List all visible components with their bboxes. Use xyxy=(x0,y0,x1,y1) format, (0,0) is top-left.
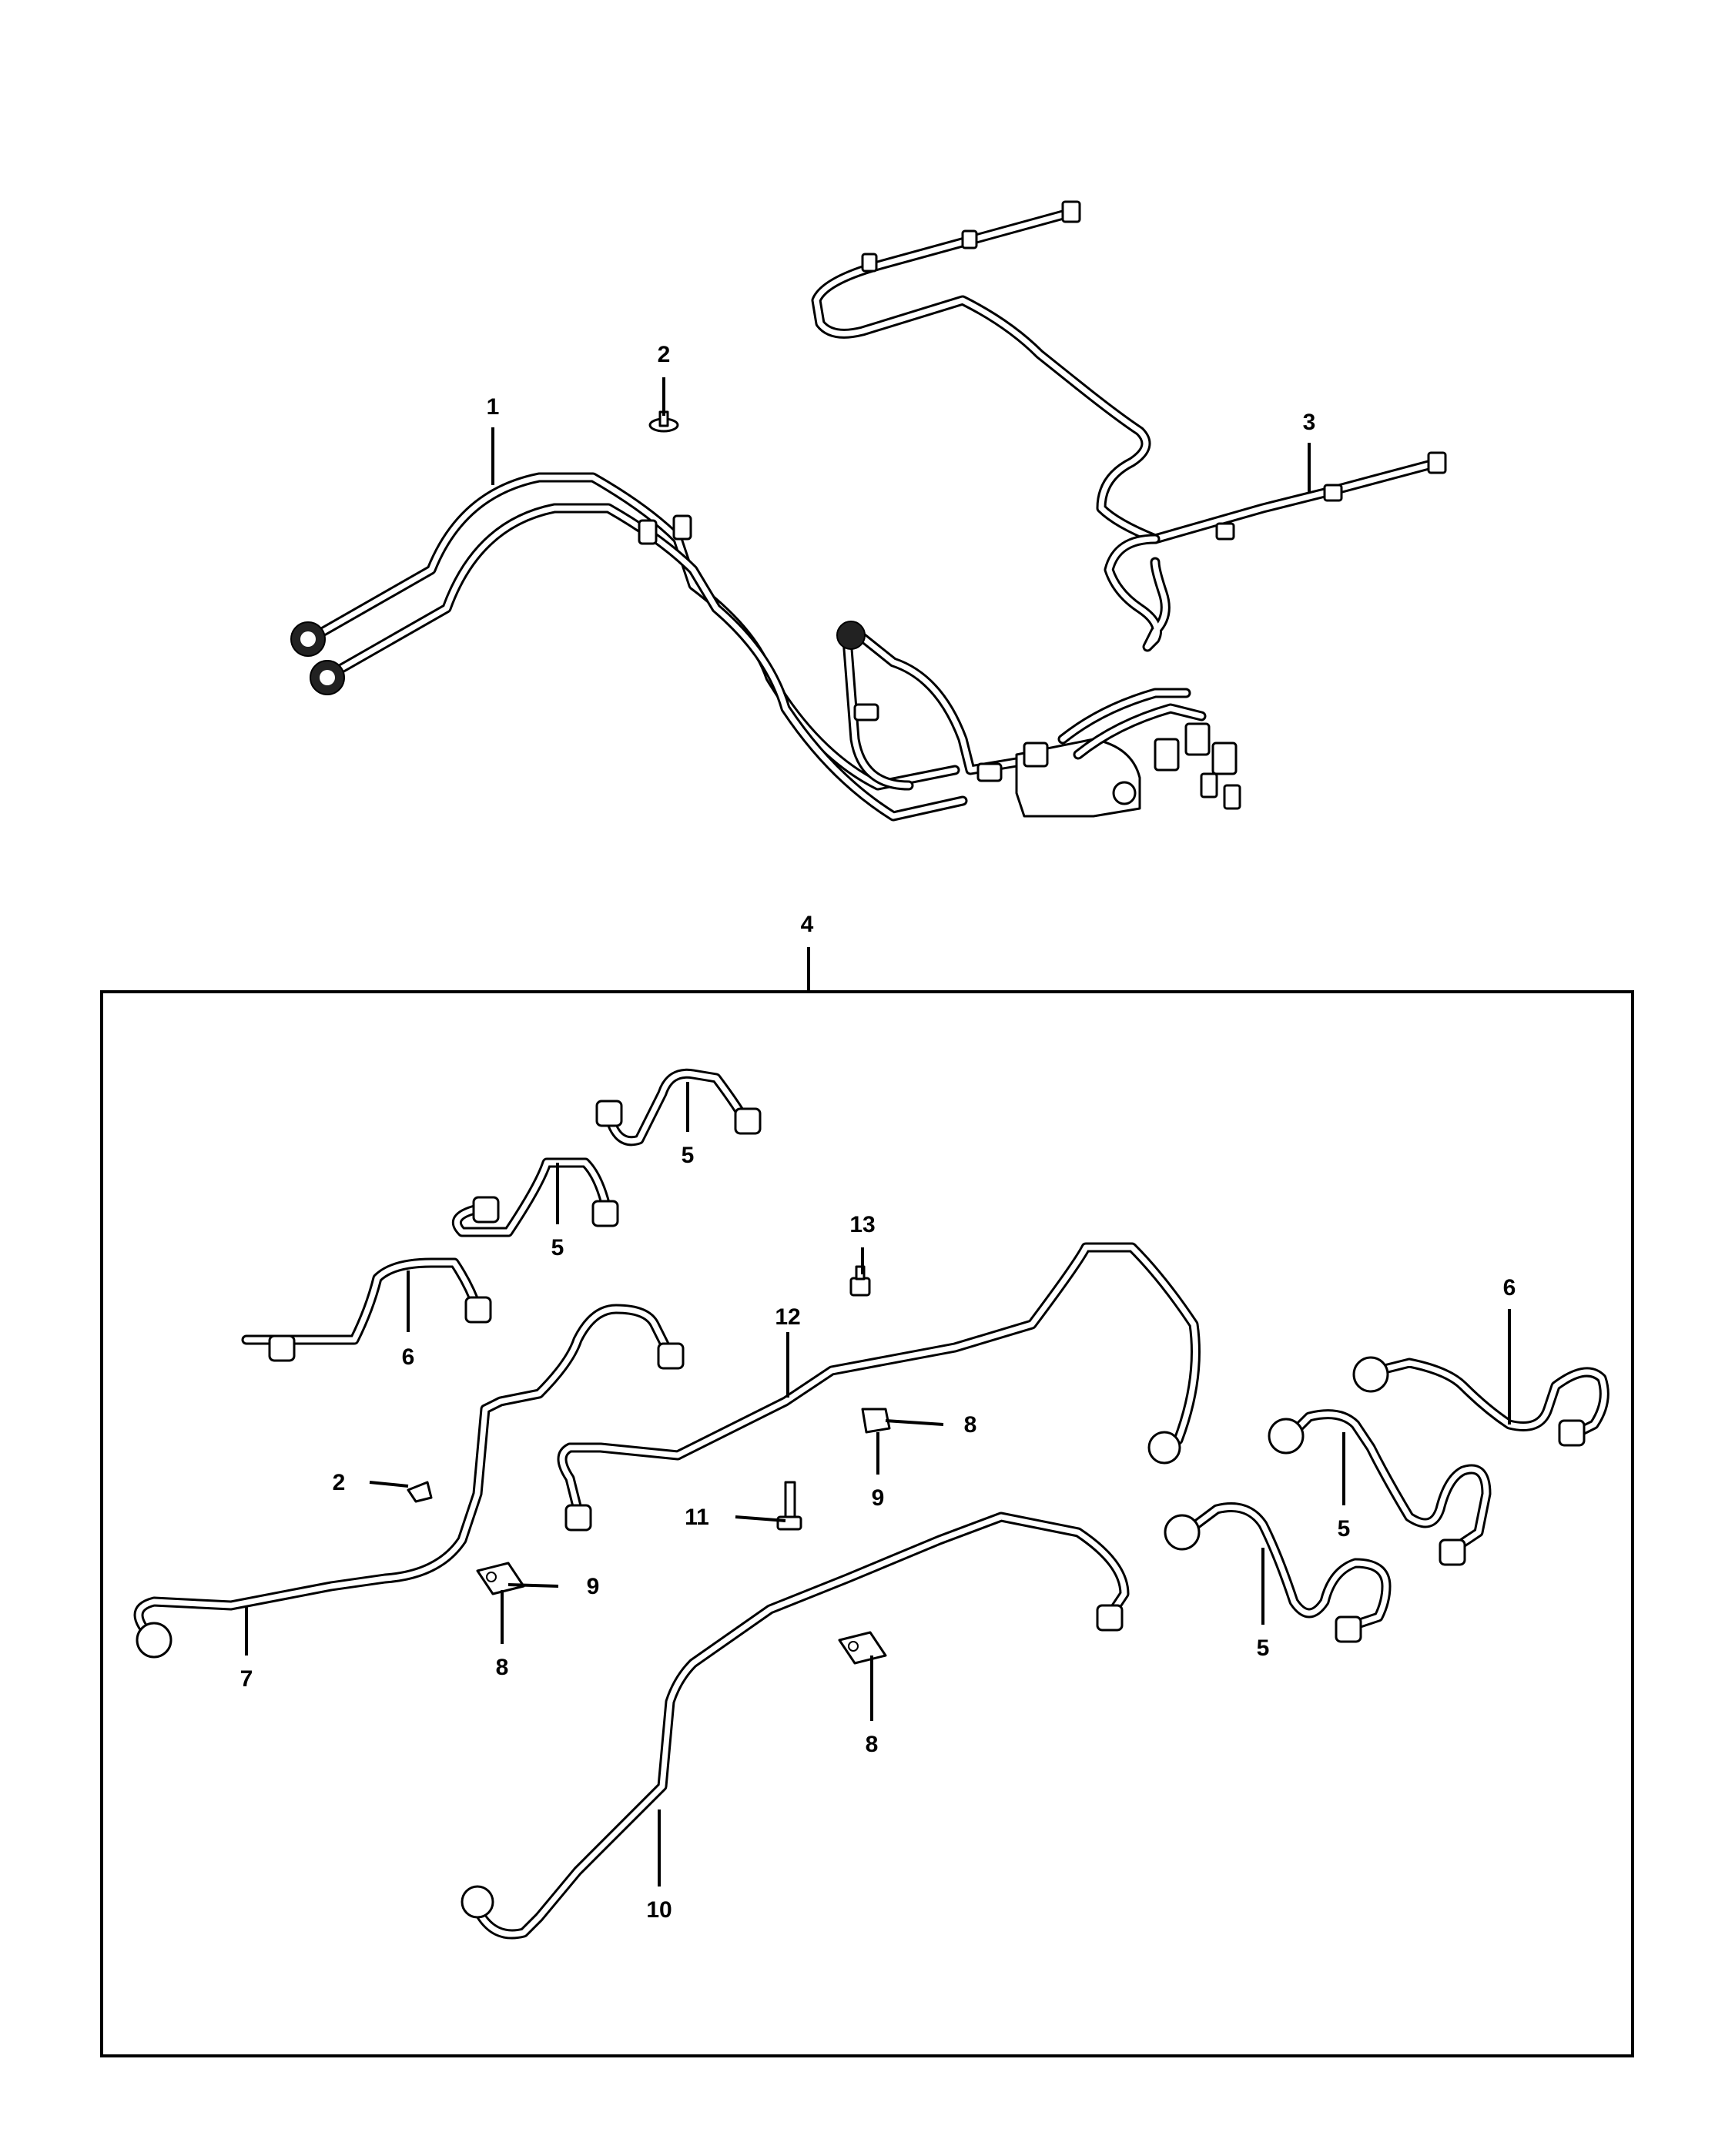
callout-13: 13 xyxy=(849,1212,875,1237)
part-5-injector-line-b xyxy=(451,1157,619,1237)
part-8-clamp-c xyxy=(838,1631,887,1665)
callout-2-top: 2 xyxy=(658,342,671,367)
callout-2-box: 2 xyxy=(333,1470,346,1495)
callout-1: 1 xyxy=(487,394,500,420)
part-6-injector-line-left xyxy=(241,1257,492,1362)
callout-5-a: 5 xyxy=(682,1143,695,1168)
callout-8-c: 8 xyxy=(866,1732,879,1757)
part-5-injector-line-a xyxy=(595,1068,762,1147)
callout-9-b: 9 xyxy=(587,1574,600,1599)
part-11-stud xyxy=(776,1481,802,1531)
part-8-clamp-a xyxy=(861,1408,891,1434)
callout-11: 11 xyxy=(685,1505,709,1530)
callout-6-right: 6 xyxy=(1503,1275,1516,1301)
part-3-fuel-return-line xyxy=(811,200,1447,652)
part-5-injector-line-d xyxy=(1164,1502,1392,1643)
callout-3: 3 xyxy=(1303,410,1316,435)
part-6-injector-line-right xyxy=(1352,1356,1609,1447)
callout-5-c: 5 xyxy=(1338,1516,1351,1542)
part-8-clamp-b xyxy=(476,1562,525,1595)
callout-8-b: 8 xyxy=(496,1655,509,1680)
callout-8-a: 8 xyxy=(964,1412,977,1438)
part-2-clip-box xyxy=(407,1481,433,1503)
part-7-injector-line-long xyxy=(133,1304,685,1659)
callout-5-b: 5 xyxy=(551,1235,564,1260)
callout-4: 4 xyxy=(801,912,814,937)
callout-9-a: 9 xyxy=(872,1485,885,1511)
left-fitting-lower xyxy=(310,660,345,695)
callout-12: 12 xyxy=(775,1304,800,1330)
leader-lines xyxy=(245,377,1511,1886)
part-10-injector-line-long xyxy=(461,1512,1130,1940)
callout-10: 10 xyxy=(646,1897,672,1923)
callout-6-left: 6 xyxy=(402,1344,415,1370)
part-4-kit-frame xyxy=(100,990,1634,2057)
left-fitting-upper xyxy=(290,621,326,657)
part-5-injector-line-c xyxy=(1268,1409,1492,1566)
part-13-bolt xyxy=(849,1265,871,1297)
part-1-fuel-supply-lines xyxy=(290,472,1241,822)
callout-labels: 1 2 3 4 5 5 6 6 5 5 7 2 13 12 8 9 11 9 8… xyxy=(240,342,1516,1923)
callout-5-d: 5 xyxy=(1257,1635,1270,1661)
part-12-injector-line xyxy=(557,1242,1201,1532)
callout-7: 7 xyxy=(240,1666,253,1692)
